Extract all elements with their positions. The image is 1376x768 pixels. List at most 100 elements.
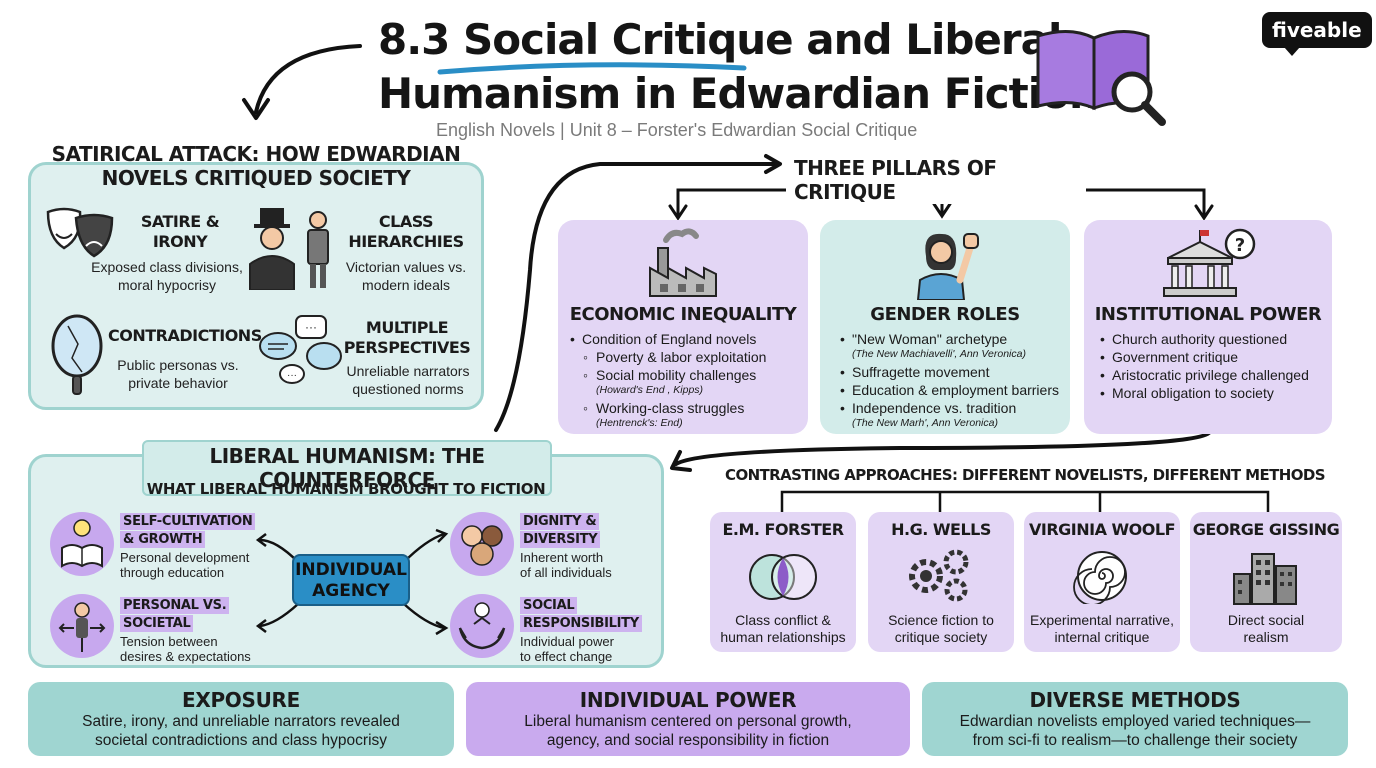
novelist-text-woolf: Experimental narrative, internal critiqu… [1024, 612, 1180, 646]
satire-item-3-text-line2: private behavior [128, 375, 228, 391]
lh-item-1: SELF-CULTIVATION & GROWTH Personal devel… [120, 512, 270, 580]
government-building-question-icon: ? [1160, 226, 1260, 298]
economic-sub-1: Poverty & labor exploitation [570, 348, 806, 366]
gender-pillar-title: GENDER ROLES [870, 304, 1020, 325]
novelist-text-forster-line2: human relationships [720, 629, 846, 645]
satire-item-2-text: Victorian values vs. modern ideals [336, 258, 476, 294]
satire-item-4-text-line1: Unreliable narrators [346, 363, 470, 379]
title-line-2: Humanism in Edwardian Fiction [378, 69, 1099, 118]
svg-text:?: ? [1235, 235, 1245, 256]
lh-item-4: SOCIAL RESPONSIBILITY Individual power t… [520, 596, 660, 664]
summary-diverse-methods-line1: Edwardian novelists employed varied tech… [959, 713, 1311, 730]
economic-pillar-title: ECONOMIC INEQUALITY [569, 304, 797, 325]
satire-item-2-title-line1: CLASS [378, 212, 434, 231]
novelist-name-gissing: GEORGE GISSING [1192, 520, 1340, 539]
lh-item-1-text-line1: Personal development [120, 550, 250, 565]
novelist-name-woolf: VIRGINIA WOOLF [1028, 520, 1176, 539]
novelist-text-gissing-line2: realism [1243, 629, 1289, 645]
satire-item-1-title-line1: SATIRE & [140, 212, 220, 231]
satire-item-4-text-line2: questioned norms [352, 381, 464, 397]
gender-note-1: (The New Machiavelli', Ann Veronica) [852, 348, 1026, 360]
book-magnifier-icon [1030, 22, 1170, 126]
lh-item-1-label-line1: SELF-CULTIVATION [120, 513, 256, 530]
gender-bullet-4: Independence vs. tradition [840, 399, 1066, 417]
lh-item-3-label-line2: SOCIETAL [120, 615, 194, 632]
satire-heading-line2: NOVELS CRITIQUED SOCIETY [95, 166, 417, 190]
gender-bullet-3: Education & employment barriers [840, 381, 1066, 399]
economic-sub-3: Working-class struggles [570, 399, 806, 417]
summary-individual-power-line2: agency, and social responsibility in fic… [546, 732, 830, 749]
summary-diverse-methods-title: DIVERSE METHODS [1029, 688, 1241, 712]
satire-heading-line1: SATIRICAL ATTACK: HOW EDWARDIAN [51, 142, 461, 166]
satire-item-3-title: CONTRADICTIONS [108, 326, 262, 345]
gender-pillar-list: "New Woman" archetype (The New Machiavel… [840, 330, 1066, 430]
lh-item-1-label-line2: & GROWTH [120, 531, 206, 548]
satire-item-3-text: Public personas vs. private behavior [106, 356, 250, 392]
city-buildings-icon [1230, 548, 1302, 606]
liberal-heading: LIBERAL HUMANISM: THE COUNTERFORCE [142, 440, 552, 496]
lh-item-1-text-line2: through education [120, 565, 225, 580]
liberal-subheading: WHAT LIBERAL HUMANISM BROUGHT TO FICTION [146, 480, 546, 498]
victorian-figures-icon [246, 206, 338, 291]
lh-item-2: DIGNITY & DIVERSITY Inherent worth of al… [520, 512, 660, 580]
satire-item-4-text: Unreliable narrators questioned norms [338, 362, 478, 398]
institutional-pillar-title: INSTITUTIONAL POWER [1094, 304, 1322, 325]
institutional-bullet-1: Church authority questioned [1100, 330, 1326, 348]
institutional-bullet-2: Government critique [1100, 348, 1326, 366]
gears-icon [904, 546, 978, 604]
brand-name: fiveable [1272, 18, 1362, 42]
economic-note-2: (Howard's End , Kipps) [596, 384, 704, 396]
gender-bullet-2: Suffragette movement [840, 363, 1066, 381]
economic-note-3: (Hentrenck's: End) [596, 417, 683, 429]
novelist-text-forster-line1: Class conflict & [735, 612, 831, 628]
summary-individual-power-title: INDIVIDUAL POWER [579, 688, 797, 712]
satire-item-1-text-line2: moral hypocrisy [117, 277, 217, 293]
satire-heading: SATIRICAL ATTACK: HOW EDWARDIAN NOVELS C… [28, 142, 484, 190]
economic-pillar-list: Condition of England novels Poverty & la… [570, 330, 806, 430]
cracked-mirror-icon [48, 314, 106, 396]
lh-item-3: PERSONAL vs. SOCIETAL Tension between de… [120, 596, 270, 664]
novelist-text-woolf-line2: internal critique [1054, 629, 1150, 645]
venn-diagram-icon [744, 552, 822, 602]
satire-item-1-title-line2: IRONY [152, 232, 208, 251]
novelist-text-woolf-line1: Experimental narrative, [1030, 612, 1174, 628]
lh-item-4-text-line1: Individual power [520, 634, 614, 649]
satire-item-1-text-line1: Exposed class divisions, [91, 259, 243, 275]
raised-fist-woman-icon [908, 228, 984, 301]
crossroads-person-icon [50, 594, 114, 658]
satire-item-2-text-line1: Victorian values vs. [345, 259, 467, 275]
economic-sub-2: Social mobility challenges [570, 366, 806, 384]
summary-diverse-methods: DIVERSE METHODS Edwardian novelists empl… [922, 682, 1348, 756]
page-subtitle: English Novels | Unit 8 – Forster's Edwa… [436, 120, 918, 140]
summary-diverse-methods-line2: from sci-fi to realism—to challenge thei… [972, 732, 1298, 749]
institutional-bullet-4: Moral obligation to society [1100, 384, 1326, 402]
lh-item-3-label-line1: PERSONAL vs. [120, 597, 230, 614]
lh-item-3-text-line2: desires & expectations [120, 649, 251, 664]
lh-item-2-text-line1: Inherent worth [520, 550, 604, 565]
lh-item-4-text-line2: to effect change [520, 649, 613, 664]
agency-line1: INDIVIDUAL [295, 560, 407, 580]
pillars-heading: THREE PILLARS OF CRITIQUE [786, 156, 1086, 204]
satire-item-1-text: Exposed class divisions, moral hypocrisy [86, 258, 248, 294]
satire-item-2-title: CLASS HIERARCHIES [338, 212, 474, 252]
speech-bubbles-icon: ··· ··· [258, 314, 344, 386]
satire-item-4-title-line1: MULTIPLE [365, 318, 449, 337]
fiveable-logo[interactable]: fiveable [1262, 12, 1372, 56]
summary-exposure-line2: societal contradictions and class hypocr… [94, 732, 388, 749]
factory-icon [646, 226, 720, 298]
lh-item-3-text-line1: Tension between [120, 634, 218, 649]
summary-exposure: EXPOSURE Satire, irony, and unreliable n… [28, 682, 454, 756]
lh-item-2-text-line2: of all individuals [520, 565, 612, 580]
novelist-text-gissing-line1: Direct social [1227, 612, 1305, 628]
lh-item-4-label-line1: SOCIAL [520, 597, 578, 614]
agency-arrows [255, 528, 449, 636]
institutional-pillar-list: Church authority questioned Government c… [1100, 330, 1326, 402]
satire-item-2-title-line2: HIERARCHIES [348, 232, 464, 251]
satire-item-4-title: MULTIPLE PERSPECTIVES [340, 318, 474, 358]
title-underline [436, 60, 748, 76]
individual-agency-box: INDIVIDUAL AGENCY [292, 554, 410, 606]
spiral-icon [1072, 548, 1132, 606]
satire-item-4-title-line2: PERSPECTIVES [343, 338, 471, 357]
approaches-heading: CONTRASTING APPROACHES: DIFFERENT NOVELI… [725, 466, 1326, 484]
